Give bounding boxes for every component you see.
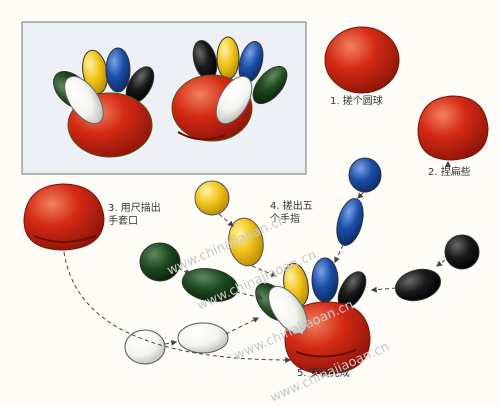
step1-label: 1. 搓个圆球 (330, 96, 383, 107)
photo-glove-left (53, 47, 155, 158)
step2-label: 2. 捏扁些 (428, 167, 471, 178)
step3-label: 3. 用尺描出 手套口 (108, 203, 161, 227)
step5-label: 5. 安装完成 (297, 368, 350, 379)
photo-glove-right (171, 36, 288, 142)
step3-glove-body (23, 183, 105, 251)
step4-fingers (124, 157, 480, 365)
step5-assembled-glove (255, 257, 371, 375)
step4-label: 4. 搓出五 个手指 (270, 201, 313, 225)
step2-flattened-ball (417, 95, 489, 161)
flow-arrows (63, 191, 446, 363)
step1-red-ball (324, 26, 400, 94)
